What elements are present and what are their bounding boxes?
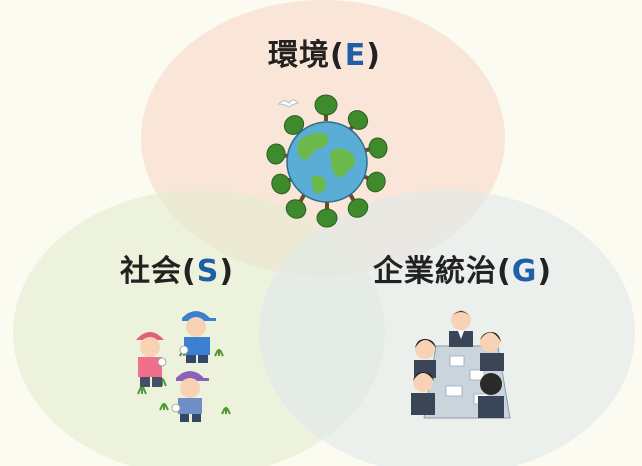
social-label-letter: S	[196, 254, 220, 289]
environment-label-open: (	[330, 38, 345, 73]
volunteers-cleaning-icon	[136, 311, 231, 422]
governance-label: 企業統治(G)	[373, 246, 552, 290]
social-label-close: )	[219, 254, 235, 289]
governance-label-close: )	[537, 254, 553, 289]
social-label: 社会(S)	[120, 246, 234, 290]
environment-label-letter: E	[344, 38, 367, 73]
governance-label-text: 企業統治	[373, 254, 497, 289]
governance-circle	[259, 190, 635, 466]
environment-label-close: )	[366, 38, 381, 73]
social-label-open: (	[182, 254, 197, 289]
governance-label-open: (	[497, 254, 512, 289]
business-meeting-icon	[411, 310, 511, 419]
governance-label-letter: G	[511, 254, 538, 289]
environment-label: 環境(E)	[268, 30, 381, 74]
social-label-text: 社会	[120, 254, 182, 289]
environment-label-text: 環境	[268, 38, 330, 73]
earth-with-trees-icon	[266, 94, 388, 228]
